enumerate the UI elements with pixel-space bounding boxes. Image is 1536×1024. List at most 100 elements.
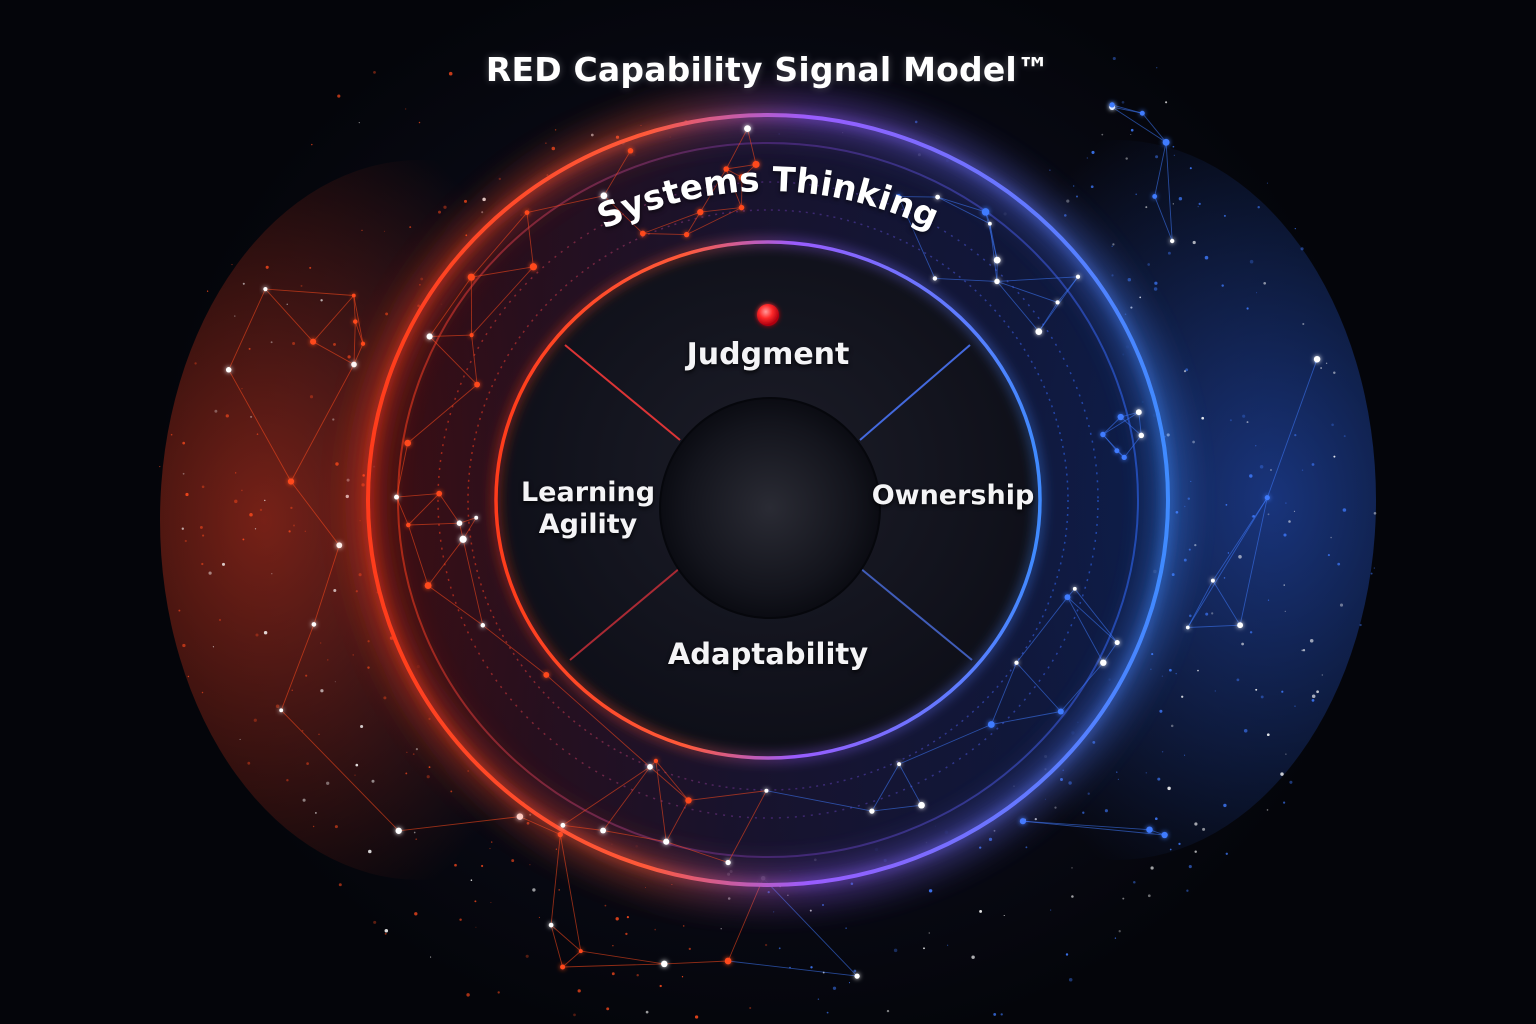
network-link (1074, 588, 1118, 643)
network-link (664, 960, 729, 965)
particle (1184, 505, 1186, 508)
particle (438, 210, 441, 214)
particle (312, 825, 315, 828)
particle (418, 121, 421, 124)
particle (1284, 610, 1286, 613)
network-link (228, 288, 266, 370)
particle (481, 864, 484, 868)
particle (481, 211, 484, 214)
network-link (1102, 434, 1125, 458)
particle (1050, 909, 1052, 911)
particle (612, 945, 614, 947)
network-link (462, 539, 484, 626)
particle (1359, 623, 1362, 627)
particle (467, 770, 470, 772)
particle (1198, 202, 1201, 206)
segment-adaptability: Adaptability (667, 637, 869, 671)
particle (1068, 781, 1072, 785)
network-node (663, 838, 670, 845)
particle (1172, 203, 1174, 205)
network-node (1019, 818, 1027, 825)
particle (218, 618, 222, 622)
particle (1197, 205, 1199, 208)
particle (275, 704, 280, 709)
particle (415, 838, 418, 841)
particle (1169, 668, 1172, 672)
particle (625, 932, 628, 936)
particle (1294, 227, 1296, 230)
particle (749, 1006, 752, 1010)
red-dot-indicator-icon (757, 304, 779, 326)
particle (254, 528, 257, 530)
particle (247, 761, 251, 765)
network-node (287, 478, 295, 485)
network-node (738, 174, 746, 181)
particle (373, 920, 377, 924)
particle (1117, 778, 1120, 781)
particle (253, 718, 257, 722)
particle (185, 492, 189, 497)
dotted-ring (437, 181, 1099, 819)
particle (1073, 185, 1075, 187)
network-node (548, 922, 554, 928)
band-network (394, 125, 1145, 866)
particle (443, 205, 447, 209)
particle (1373, 567, 1375, 569)
particle (358, 121, 360, 124)
particle (320, 689, 324, 693)
particle (1205, 612, 1209, 616)
network-node (725, 859, 731, 866)
particle (1090, 185, 1094, 189)
particle (914, 120, 918, 124)
particle (385, 312, 389, 316)
network-node (1064, 594, 1071, 601)
particle (1223, 214, 1226, 217)
particle (1111, 274, 1114, 277)
network-node (744, 125, 751, 132)
particle (474, 900, 477, 903)
network-node (627, 148, 634, 154)
particle (1161, 751, 1164, 753)
particle (1101, 133, 1104, 136)
network-link (996, 280, 1058, 303)
particle (199, 525, 203, 529)
particle (1316, 690, 1319, 694)
network-node (543, 671, 550, 678)
particle (292, 342, 296, 345)
network-node (560, 822, 566, 828)
segment-learning-agility-line2: Agility (538, 509, 638, 541)
network-link (438, 493, 460, 524)
particle (1339, 603, 1344, 607)
particle (383, 230, 386, 232)
particle (636, 973, 639, 977)
particle (1135, 193, 1138, 196)
particle (1294, 433, 1297, 437)
particle (1188, 865, 1192, 869)
particle (1249, 631, 1253, 634)
network-link (937, 196, 986, 213)
network-link (546, 674, 651, 768)
particle (611, 972, 615, 976)
particle (311, 143, 313, 146)
particle (413, 831, 416, 834)
particle (235, 472, 237, 474)
particle (1221, 284, 1224, 287)
network-link (642, 233, 687, 236)
particle (1321, 674, 1323, 676)
particle (545, 142, 547, 144)
particle (764, 943, 768, 947)
particle (1003, 914, 1005, 917)
particle (1190, 480, 1192, 482)
network-node (1264, 495, 1270, 501)
network-node (1100, 659, 1107, 666)
particle (271, 573, 273, 575)
particle (893, 948, 898, 953)
particle (809, 909, 812, 912)
particle (355, 590, 358, 593)
particle (497, 991, 500, 994)
network-node (1152, 193, 1158, 199)
particle (286, 303, 288, 305)
particle (225, 414, 229, 418)
network-node (406, 522, 411, 528)
network-node (360, 341, 366, 346)
